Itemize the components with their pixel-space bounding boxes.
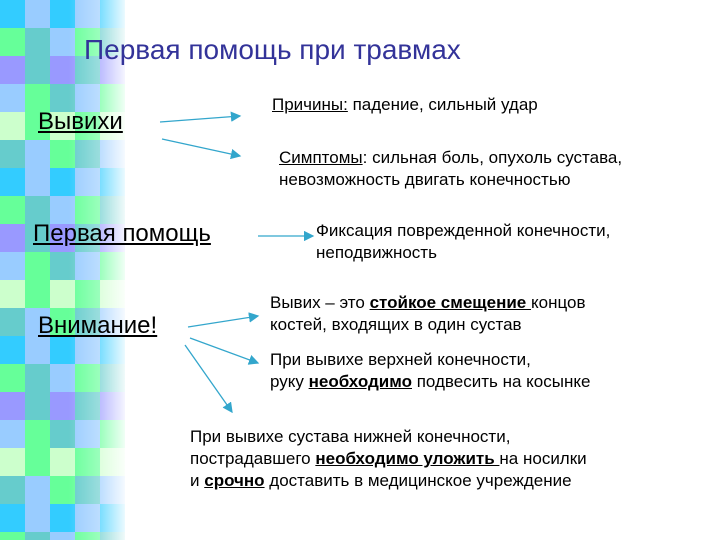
causes-value: падение, сильный удар (347, 95, 538, 114)
definition-line2: костей, входящих в один сустав (270, 315, 522, 334)
arrow-to-definition (187, 312, 260, 328)
arrow-to-causes (159, 111, 242, 123)
upper-limb-emphasis: необходимо (308, 372, 412, 391)
lower-limb-text: При вывихе сустава нижней конечности, по… (190, 426, 587, 492)
arrow-to-upper-limb (189, 337, 260, 365)
upper-limb-line1: При вывихе верхней конечности, (270, 350, 531, 369)
symptoms-line1: : сильная боль, опухоль сустава, (362, 148, 623, 167)
page-title: Первая помощь при травмах (84, 34, 461, 65)
upper-limb-pre: руку (270, 372, 309, 391)
lower-limb-post: на носилки (499, 449, 587, 468)
mosaic-fade (0, 0, 125, 540)
heading-first-aid: Первая помощь (33, 220, 211, 247)
lower-limb-emphasis: необходимо уложить (315, 449, 500, 468)
heading-attention: Внимание! (38, 312, 158, 339)
arrow-to-lower-limb (184, 344, 233, 414)
heading-dislocations: Вывихи (38, 108, 123, 135)
definition-post: концов (530, 293, 586, 312)
arrow-to-symptoms (161, 138, 242, 160)
upper-limb-text: При вывихе верхней конечности, руку необ… (270, 349, 590, 393)
definition-text: Вывих – это стойкое смещение концов кост… (270, 292, 586, 336)
definition-emphasis: стойкое смещение (369, 293, 531, 312)
symptoms-label: Симптомы (279, 148, 363, 167)
lower-limb-pre: пострадавшего (190, 449, 316, 468)
fixation-line1: Фиксация поврежденной конечности, (316, 221, 611, 240)
causes-text: Причины: падение, сильный удар (272, 94, 538, 116)
definition-pre: Вывих – это (270, 293, 370, 312)
lower-limb-line3-post: доставить в медицинское учреждение (264, 471, 572, 490)
lower-limb-line3-emphasis: срочно (204, 471, 265, 490)
symptoms-line2: невозможность двигать конечностью (279, 170, 571, 189)
lower-limb-line3-pre: и (190, 471, 205, 490)
upper-limb-post: подвесить на косынке (411, 372, 591, 391)
fixation-line2: неподвижность (316, 243, 437, 262)
symptoms-text: Симптомы: сильная боль, опухоль сустава,… (279, 147, 622, 191)
lower-limb-line1: При вывихе сустава нижней конечности, (190, 427, 511, 446)
fixation-text: Фиксация поврежденной конечности, неподв… (316, 220, 610, 264)
causes-label: Причины: (272, 95, 348, 114)
